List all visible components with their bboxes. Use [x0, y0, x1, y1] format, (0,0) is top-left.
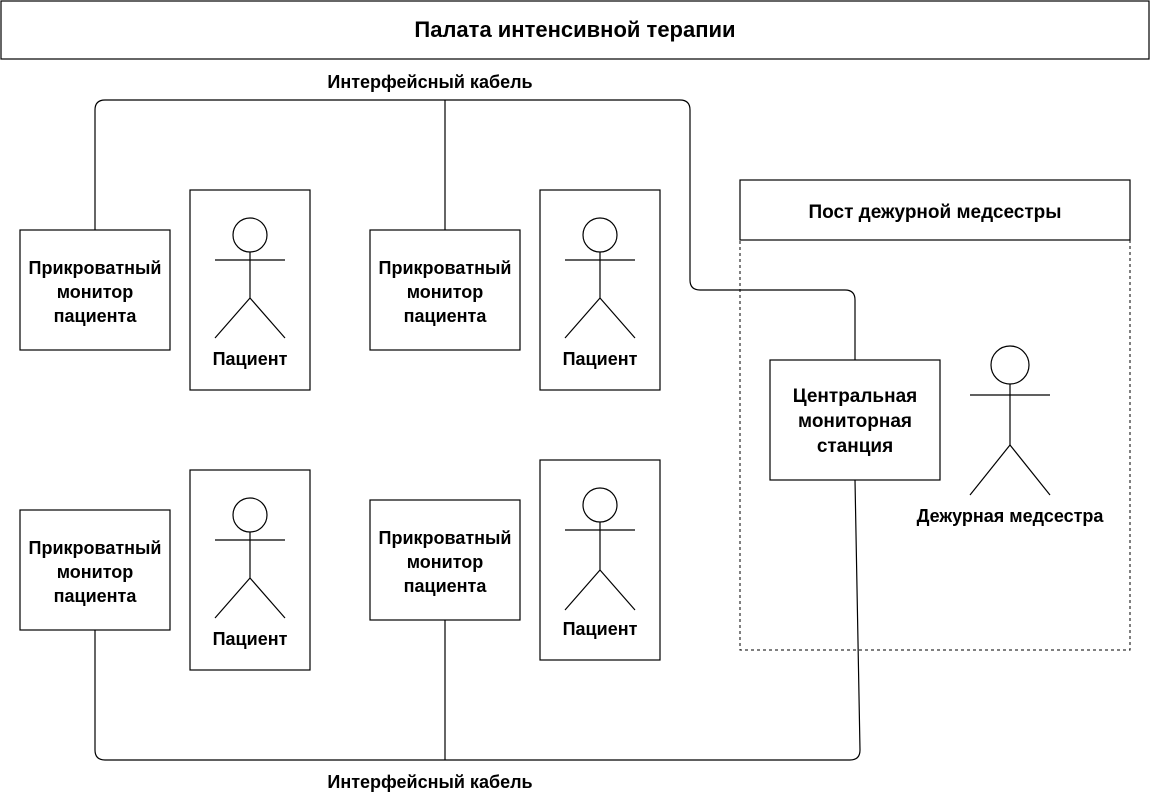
central-monitoring-station [769, 359, 941, 481]
bedside-monitor-1-line1: Прикроватный [29, 258, 162, 278]
bedside-monitor-1 [19, 229, 171, 351]
bedside-monitor-4-line3: пациента [404, 576, 488, 596]
bedside-monitor-1-line2: монитор [57, 282, 134, 302]
bedside-monitor-1-line3: пациента [54, 306, 138, 326]
nurse-station-header [739, 179, 1131, 241]
nurse-station-title: Пост дежурной медсестры [809, 202, 1062, 223]
top-cable-label: Интерфейсный кабель [327, 72, 532, 92]
patient-3-actor-icon [214, 497, 286, 619]
top-interface-cable [94, 99, 856, 360]
central-station-label-line1: Центральная [793, 386, 918, 407]
patient-4-actor-icon [564, 487, 636, 611]
bedside-monitor-4 [369, 499, 521, 621]
bedside-monitor-2 [369, 229, 521, 351]
bedside-monitor-4-line2: монитор [407, 552, 484, 572]
bedside-monitor-3 [19, 509, 171, 631]
bedside-monitor-2-line3: пациента [404, 306, 488, 326]
patient-1-actor-icon [214, 217, 286, 339]
bedside-monitor-3-line3: пациента [54, 586, 138, 606]
central-station-label-line3: станция [817, 436, 893, 457]
bottom-cable-label: Интерфейсный кабель [327, 772, 532, 792]
bottom-interface-cable [94, 479, 861, 761]
bedside-monitor-3-line2: монитор [57, 562, 134, 582]
patient-3-label: Пациент [213, 629, 288, 649]
bedside-monitor-2-line2: монитор [407, 282, 484, 302]
bedside-monitor-4-line1: Прикроватный [379, 528, 512, 548]
nurse-actor-icon [969, 345, 1051, 496]
patient-1-label: Пациент [213, 349, 288, 369]
patient-2-label: Пациент [563, 349, 638, 369]
patient-2-actor-icon [564, 217, 636, 339]
title-frame [0, 0, 1150, 60]
bedside-monitor-3-line1: Прикроватный [29, 538, 162, 558]
nurse-label: Дежурная медсестра [917, 506, 1105, 526]
central-station-label-line2: мониторная [798, 411, 912, 432]
patient-4-label: Пациент [563, 619, 638, 639]
diagram-title: Палата интенсивной терапии [414, 17, 735, 42]
bedside-monitor-2-line1: Прикроватный [379, 258, 512, 278]
